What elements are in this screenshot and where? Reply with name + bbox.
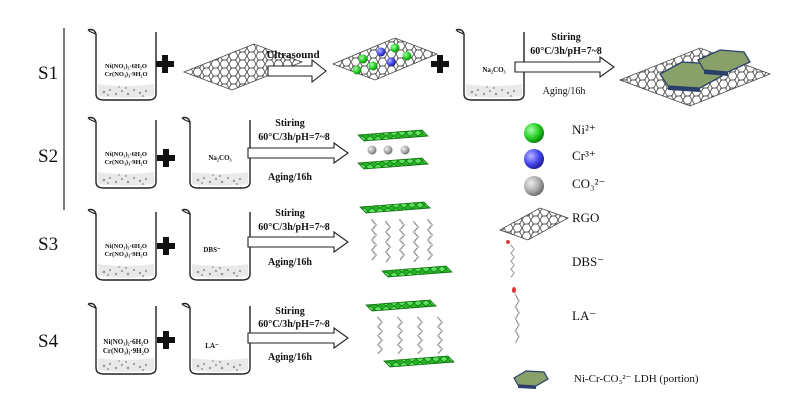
arrow-top-label: Stiring	[275, 118, 304, 129]
beaker-na2co3: Na₂CO₃	[181, 116, 251, 189]
beaker-line-2: Cr(NO₃)₃·9H₂O	[104, 71, 147, 78]
legend-co3: CO₃²⁻	[572, 176, 605, 191]
legend-ni: Ni²⁺	[572, 122, 596, 137]
arrow-mid-label: 60°C/3h/pH=7~8	[258, 319, 330, 330]
beaker-line-1: Ni(NO₃)₂·6H₂O	[105, 243, 147, 250]
stirring-arrow: Stiring 60°C/3h/pH=7~8 Aging/16h	[247, 306, 349, 363]
la-molecule-icon	[512, 287, 521, 344]
beaker-label: Na₂CO₃	[208, 154, 231, 162]
legend-rgo: RGO	[572, 210, 599, 225]
beaker-label: Na₂CO₃	[482, 66, 505, 74]
arrow-top-label: Stiring	[551, 32, 580, 43]
step-s1: S1 Ni(NO₃)₂·6H₂O Cr(NO₃)₃·9H₂O Ultrasoun…	[38, 28, 772, 107]
ni-ion-icon	[524, 123, 544, 143]
beaker-line-2: Cr(NO₃)₃·9H₂O	[104, 251, 147, 258]
dbs-molecule-icon	[506, 240, 516, 278]
legend-la: LA⁻	[572, 308, 596, 323]
ultrasound-arrow: Ultrasound	[266, 49, 327, 84]
ldh-la-product	[365, 299, 455, 368]
stirring-arrow: Stiring 60°C/3h/pH=7~8 Aging/16h	[247, 118, 349, 183]
arrow-mid-label: 60°C/3h/pH=7~8	[258, 222, 330, 233]
beaker-la: LA⁻	[181, 302, 251, 375]
step-label: S1	[38, 63, 58, 84]
step-s2: S2 Ni(NO₃)₂·6H₂O Cr(NO₃)₃·9H₂O Na₂CO₃ St…	[38, 116, 429, 189]
beaker-nitrates: Ni(NO₃)₂·6H₂O Cr(NO₃)₃·9H₂O	[87, 302, 157, 375]
beaker-label: DBS⁻	[203, 246, 221, 254]
plus-icon	[157, 237, 175, 255]
beaker-dbs: DBS⁻	[181, 208, 251, 281]
plus-icon	[157, 331, 175, 349]
rgo-sheet-icon	[499, 207, 569, 241]
legend-ldh: Ni-Cr-CO₃²⁻ LDH (portion)	[574, 373, 699, 385]
beaker-nitrates: Ni(NO₃)₂·6H₂O Cr(NO₃)₃·9H₂O	[87, 28, 157, 101]
beaker-na2co3: Na₂CO₃	[455, 28, 525, 101]
beaker-nitrates: Ni(NO₃)₂·6H₂O Cr(NO₃)₃·9H₂O	[87, 208, 157, 281]
step-label: S2	[38, 146, 58, 167]
rgo-with-ions-icon	[331, 37, 439, 81]
ldh-dbs-product	[359, 201, 453, 278]
beaker-nitrates: Ni(NO₃)₂·6H₂O Cr(NO₃)₃·9H₂O	[87, 116, 157, 189]
arrow-bottom-label: Aging/16h	[268, 257, 312, 268]
beaker-line-1: Ni(NO₃)₂·6H₂O	[105, 63, 147, 70]
arrow-label: Ultrasound	[266, 49, 319, 61]
cr-ion-icon	[524, 149, 544, 169]
arrow-top-label: Stiring	[275, 306, 304, 317]
arrow-bottom-label: Aging/16h	[268, 172, 312, 183]
stirring-arrow: Stiring 60°C/3h/pH=7~8 Aging/16h	[514, 32, 615, 97]
plus-icon	[156, 55, 174, 73]
legend-dbs: DBS⁻	[572, 254, 604, 269]
ldh-portion-icon	[513, 370, 549, 389]
plus-icon	[157, 149, 175, 167]
ldh-on-rgo-product	[618, 47, 772, 107]
step-label: S4	[38, 331, 59, 352]
legend-cr: Cr³⁺	[572, 148, 596, 163]
stirring-arrow: Stiring 60°C/3h/pH=7~8 Aging/16h	[247, 208, 349, 268]
ldh-carbonate-product	[357, 129, 429, 170]
plus-icon	[431, 55, 449, 73]
arrow-bottom-label: Aging/16h	[268, 352, 312, 363]
arrow-mid-label: 60°C/3h/pH=7~8	[530, 46, 602, 57]
beaker-line-1: Ni(NO₃)₂·6H₂O	[103, 338, 149, 346]
arrow-top-label: Stiring	[275, 208, 304, 219]
carbonate-ion-icon	[524, 176, 544, 196]
arrow-bottom-label: Aging/16h	[543, 86, 586, 97]
beaker-label: LA⁻	[205, 342, 219, 350]
beaker-line-2: Cr(NO₃)₃·9H₂O	[104, 159, 147, 166]
step-s3: S3 Ni(NO₃)₂·6H₂O Cr(NO₃)₃·9H₂O DBS⁻ Stir…	[38, 201, 453, 281]
beaker-line-1: Ni(NO₃)₂·6H₂O	[105, 151, 147, 158]
arrow-mid-label: 60°C/3h/pH=7~8	[258, 132, 330, 143]
beaker-line-2: Cr(NO₃)₃·9H₂O	[103, 347, 150, 355]
step-s4: S4 Ni(NO₃)₂·6H₂O Cr(NO₃)₃·9H₂O LA⁻ Stiri…	[38, 299, 455, 375]
legend: Ni²⁺ Cr³⁺ CO₃²⁻ RGO DBS⁻ LA⁻ Ni-Cr-CO₃²⁻…	[499, 122, 699, 389]
step-label: S3	[38, 234, 58, 255]
